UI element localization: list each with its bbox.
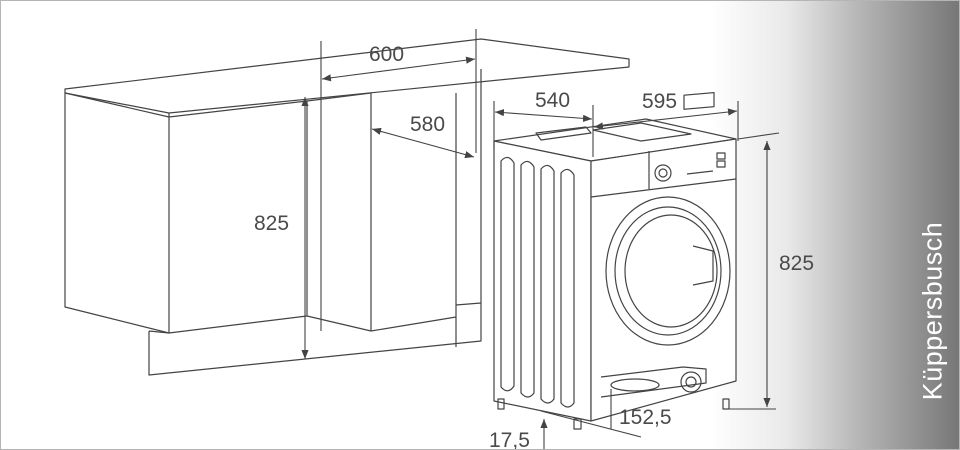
- dim-plinth-height: 17,5: [489, 429, 530, 449]
- dim-machine-height: 825: [779, 252, 814, 275]
- dim-plinth-offset: 152,5: [619, 406, 672, 429]
- dim-machine-width: 595: [642, 90, 677, 113]
- dim-niche-height: 825: [254, 212, 289, 235]
- dim-niche-width: 600: [369, 43, 404, 66]
- dim-machine-depth: 540: [535, 89, 570, 112]
- dim-niche-depth: 580: [410, 113, 445, 136]
- dimension-labels: 600 580 825 540 595 825 152,5 17,5: [254, 43, 814, 449]
- washing-machine: [493, 92, 737, 430]
- brand-logo: Küppersbusch: [917, 221, 948, 401]
- dimension-lines: [301, 29, 780, 449]
